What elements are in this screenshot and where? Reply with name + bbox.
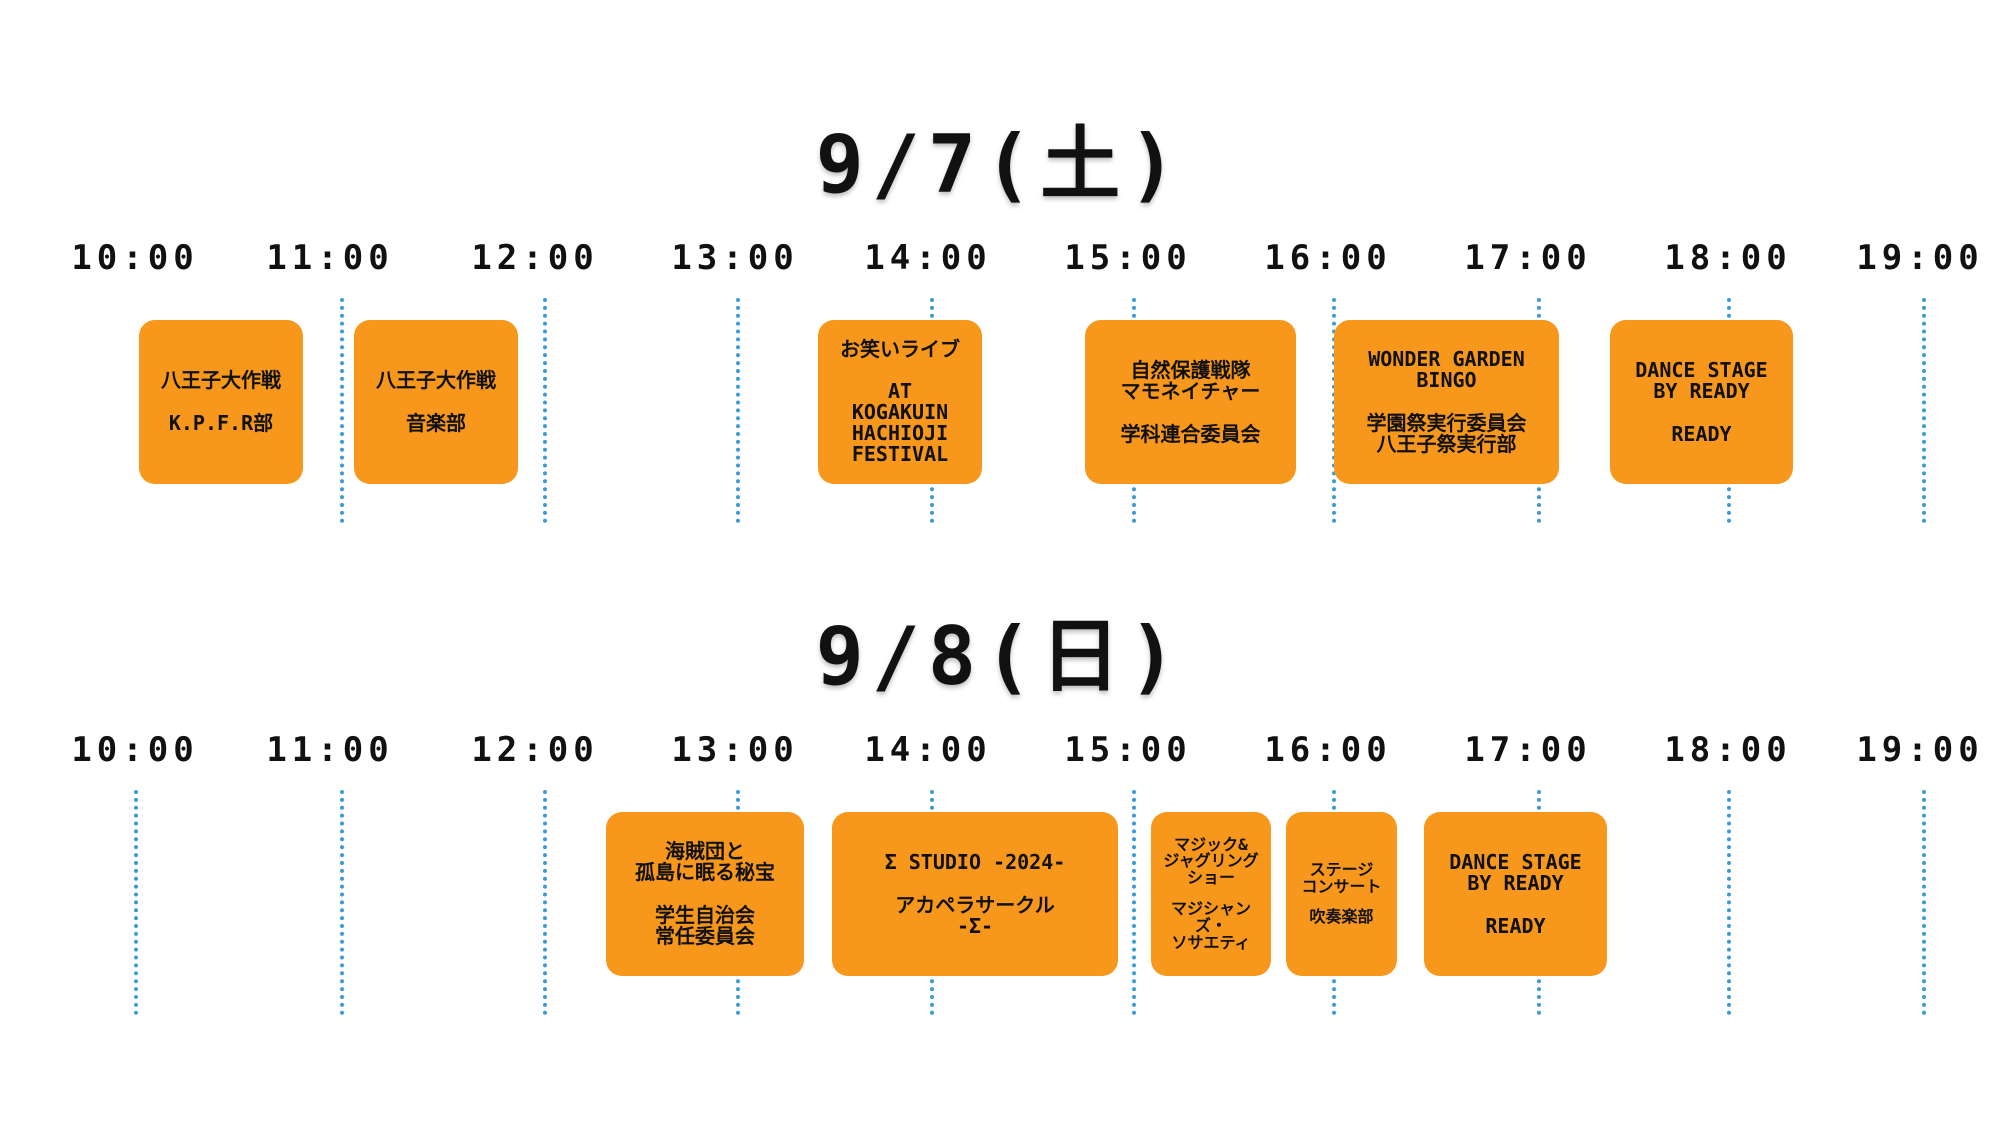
schedule-day-2: 9/8(日) 10:00 11:00 12:00 13:00 14:00 15:…: [0, 492, 2000, 1032]
event-block[interactable]: お笑いライブ AT KOGAKUIN HACHIOJI FESTIVAL: [818, 320, 982, 484]
hour-tick: [543, 298, 547, 523]
event-name: 自然保護戦隊 マモネイチャー: [1120, 357, 1261, 403]
time-label: 15:00: [1064, 730, 1192, 770]
hour-tick: [340, 298, 344, 523]
time-label: 17:00: [1464, 238, 1592, 278]
event-organizer: マジシャンズ・ ソサエティ: [1170, 899, 1251, 952]
time-label: 15:00: [1064, 238, 1192, 278]
event-name: 八王子大作戦: [161, 368, 281, 392]
time-label: 12:00: [471, 238, 599, 278]
time-label: 11:00: [266, 238, 394, 278]
hour-tick: [134, 790, 138, 1015]
event-organizer: READY: [1671, 421, 1732, 446]
event-organizer: 学科連合委員会: [1120, 421, 1261, 446]
time-label: 18:00: [1664, 238, 1792, 278]
time-label: 12:00: [471, 730, 599, 770]
event-block[interactable]: DANCE STAGE BY READY READY: [1424, 812, 1607, 976]
day-title: 9/8(日): [815, 610, 1185, 703]
schedule-day-1: 9/7(土) 10:00 11:00 12:00 13:00 14:00 15:…: [0, 0, 2000, 540]
event-name: ステージ コンサート: [1301, 859, 1382, 896]
hour-tick: [1132, 790, 1136, 1015]
time-label: 19:00: [1856, 730, 1984, 770]
event-name: 八王子大作戦: [376, 368, 496, 392]
event-name: 海賊団と 孤島に眠る秘宝: [635, 839, 775, 884]
event-organizer: アカペラサークル -Σ-: [895, 892, 1055, 938]
time-label: 11:00: [266, 730, 394, 770]
event-name: マジック& ジャグリング ショー: [1163, 834, 1259, 888]
event-block[interactable]: マジック& ジャグリング ショー マジシャンズ・ ソサエティ: [1151, 812, 1271, 976]
event-organizer: 音楽部: [406, 411, 466, 435]
event-block[interactable]: 八王子大作戦 K.P.F.R部: [139, 320, 303, 484]
event-name: DANCE STAGE BY READY: [1449, 849, 1582, 895]
event-organizer: 学生自治会 常任委員会: [655, 903, 755, 948]
event-block[interactable]: WONDER GARDEN BINGO 学園祭実行委員会 八王子祭実行部: [1334, 320, 1559, 484]
event-block[interactable]: 自然保護戦隊 マモネイチャー 学科連合委員会: [1085, 320, 1296, 484]
event-name: お笑いライブ AT KOGAKUIN HACHIOJI FESTIVAL: [840, 337, 960, 466]
time-label: 16:00: [1264, 730, 1392, 770]
time-label: 14:00: [864, 730, 992, 770]
hour-tick: [1922, 790, 1926, 1015]
time-label: 10:00: [71, 238, 199, 278]
event-organizer: READY: [1485, 913, 1546, 938]
event-block[interactable]: 海賊団と 孤島に眠る秘宝 学生自治会 常任委員会: [606, 812, 804, 976]
event-block[interactable]: Σ STUDIO -2024- アカペラサークル -Σ-: [832, 812, 1118, 976]
time-label: 19:00: [1856, 238, 1984, 278]
day-title: 9/7(土): [815, 118, 1185, 211]
time-label: 14:00: [864, 238, 992, 278]
time-label: 17:00: [1464, 730, 1592, 770]
event-name: Σ STUDIO -2024-: [884, 849, 1066, 874]
event-organizer: 学園祭実行委員会 八王子祭実行部: [1366, 411, 1527, 456]
event-name: WONDER GARDEN BINGO: [1368, 347, 1525, 392]
hour-tick: [1727, 790, 1731, 1015]
time-label: 16:00: [1264, 238, 1392, 278]
event-block[interactable]: DANCE STAGE BY READY READY: [1610, 320, 1793, 484]
hour-tick: [1922, 298, 1926, 523]
event-name: DANCE STAGE BY READY: [1635, 357, 1768, 403]
hour-tick: [736, 298, 740, 523]
event-organizer: 吹奏楽部: [1309, 907, 1374, 927]
time-label: 18:00: [1664, 730, 1792, 770]
event-block[interactable]: ステージ コンサート 吹奏楽部: [1286, 812, 1397, 976]
event-block[interactable]: 八王子大作戦 音楽部: [354, 320, 518, 484]
time-label: 10:00: [71, 730, 199, 770]
hour-tick: [543, 790, 547, 1015]
time-label: 13:00: [671, 238, 799, 278]
event-organizer: K.P.F.R部: [168, 411, 274, 435]
time-label: 13:00: [671, 730, 799, 770]
hour-tick: [340, 790, 344, 1015]
